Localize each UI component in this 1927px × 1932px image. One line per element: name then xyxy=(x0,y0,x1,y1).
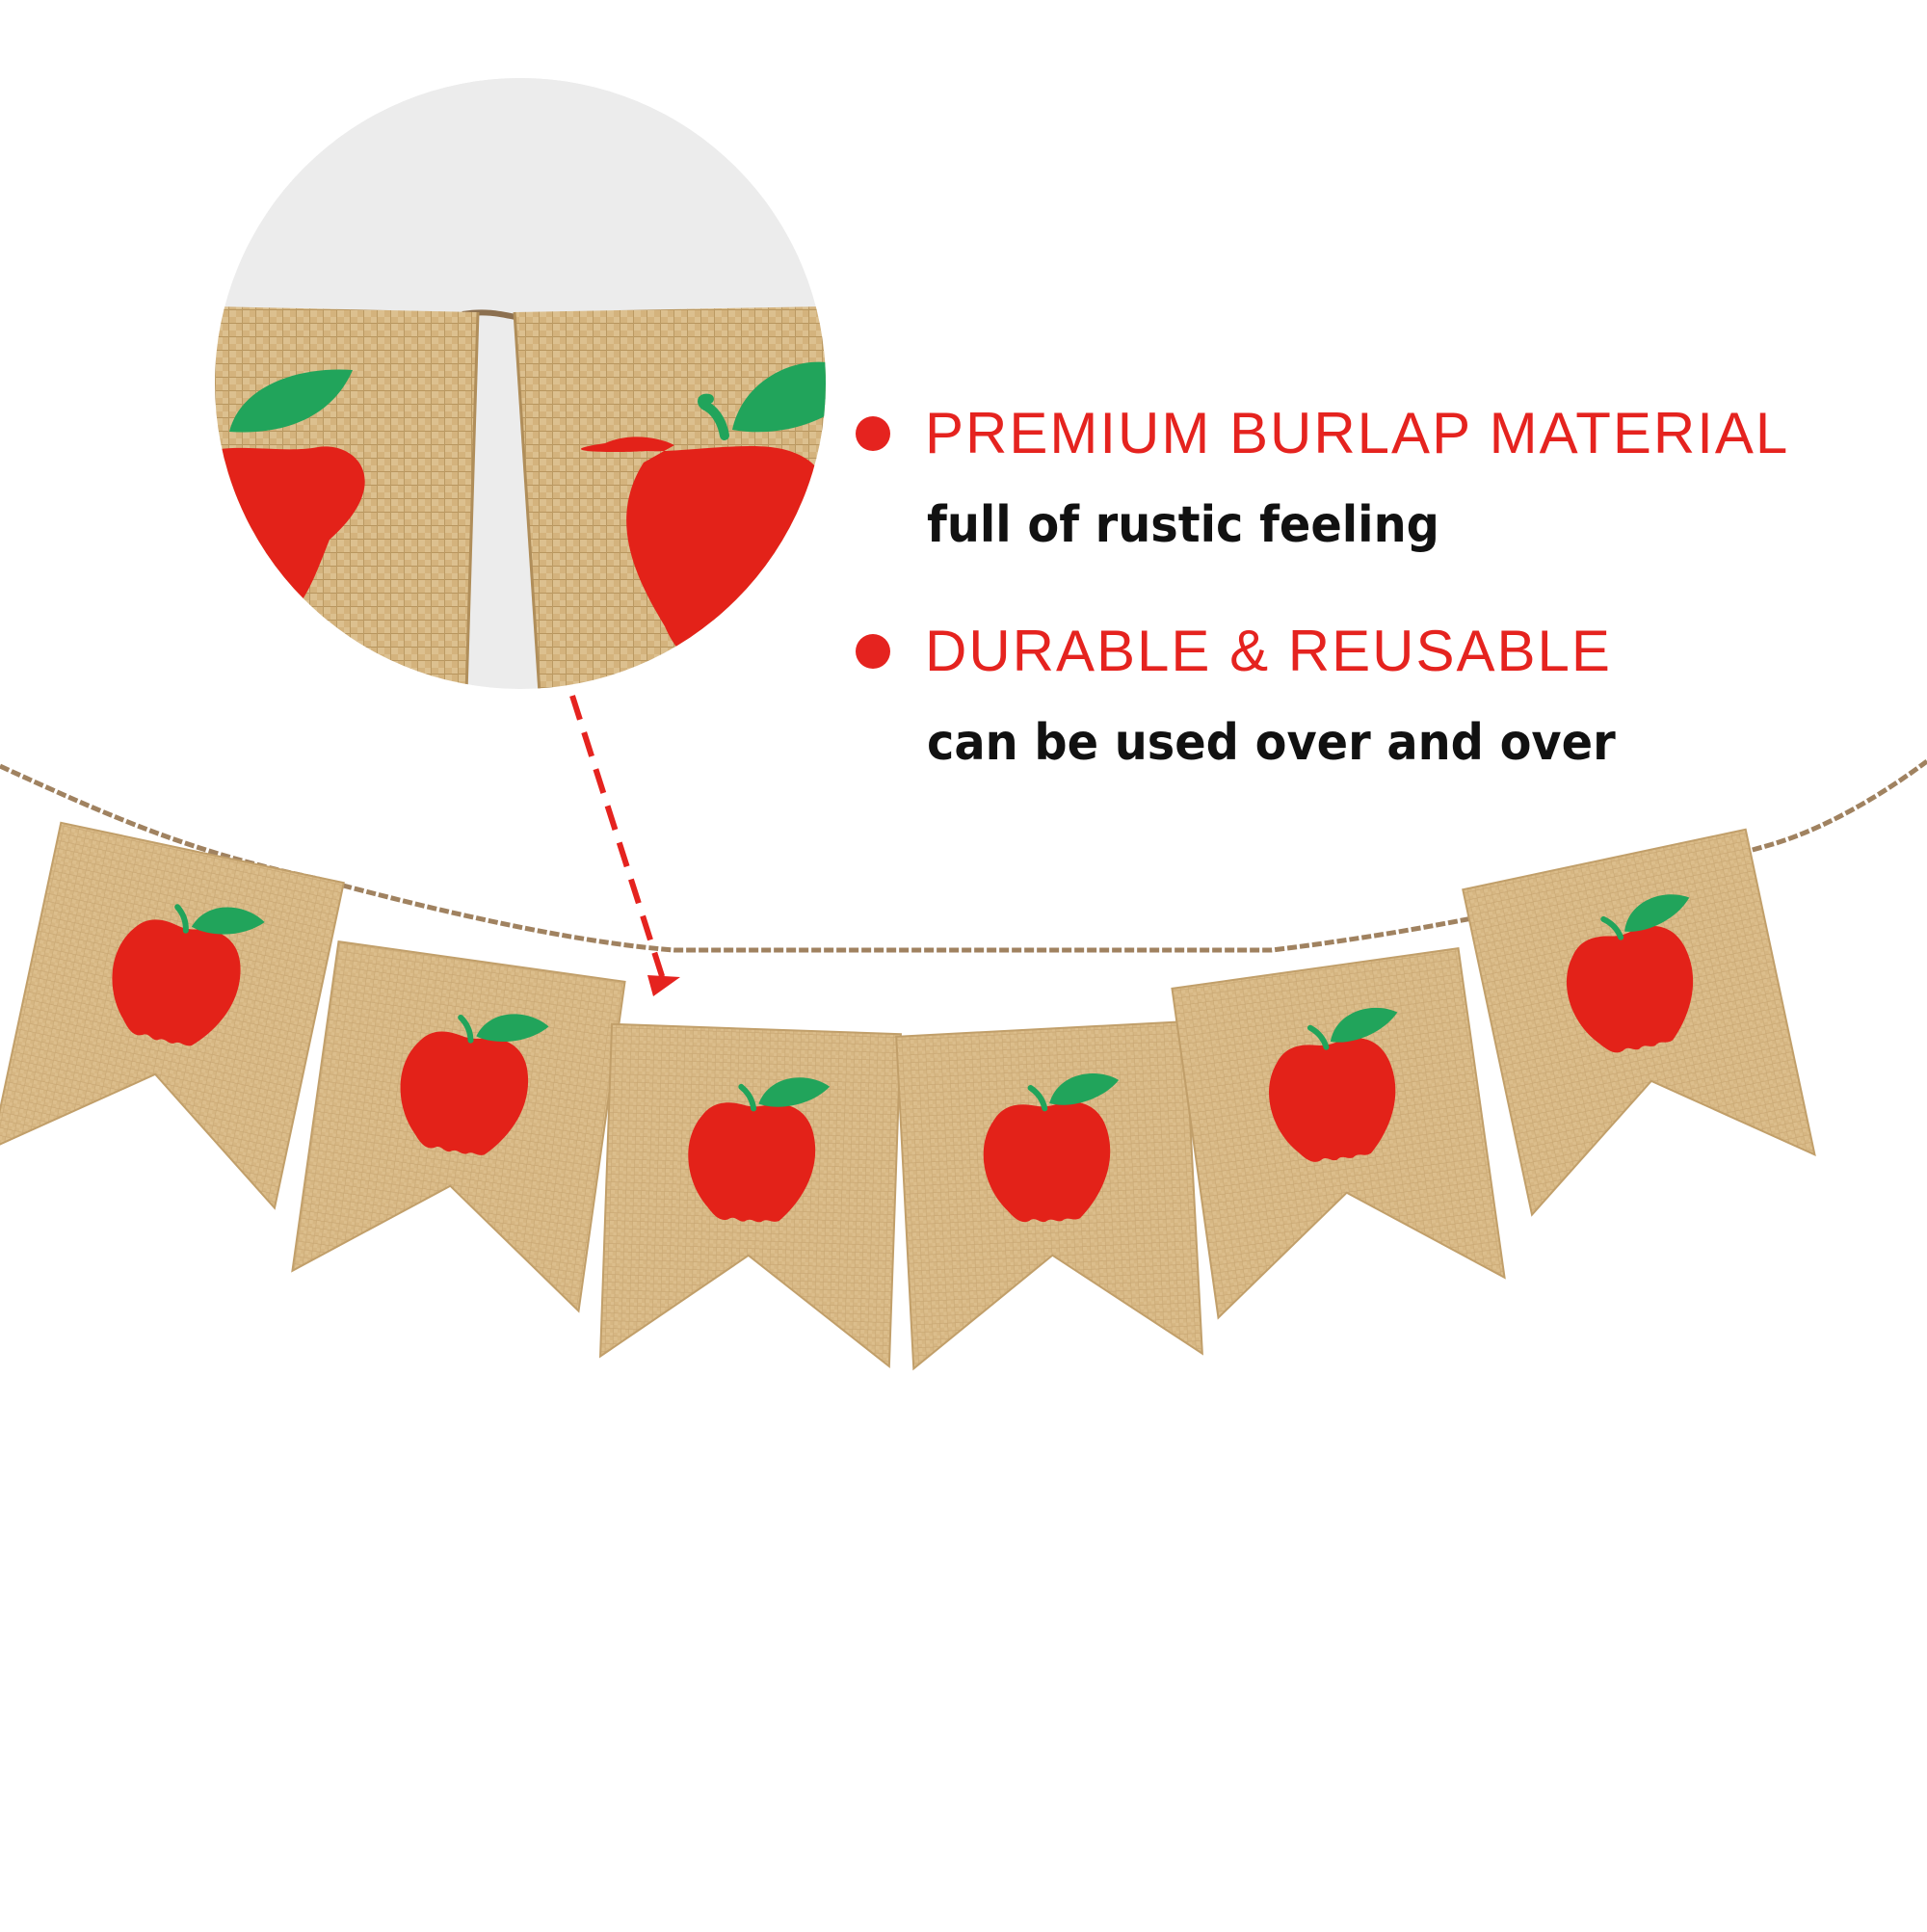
pennant-6 xyxy=(1462,828,1816,1217)
pennant-5 xyxy=(1171,946,1506,1320)
feature-heading: DURABLE & REUSABLE xyxy=(925,619,1612,683)
zoom-detail xyxy=(215,78,826,689)
bullet-dot-icon xyxy=(856,416,890,451)
pointer-arrow xyxy=(569,695,680,996)
feature-subtext: full of rustic feeling xyxy=(927,496,1439,554)
pennant-1 xyxy=(0,821,345,1210)
bullet-dot-icon xyxy=(856,634,890,669)
feature-heading: PREMIUM BURLAP MATERIAL xyxy=(925,401,1790,465)
arrow-head-icon xyxy=(647,975,680,996)
pennant-row xyxy=(0,821,1816,1371)
feature-subtext: can be used over and over xyxy=(927,714,1616,772)
twine-string xyxy=(0,758,1927,953)
pennant-4 xyxy=(895,1020,1203,1371)
pennant-3 xyxy=(598,1022,902,1369)
pennant-2 xyxy=(291,940,626,1313)
